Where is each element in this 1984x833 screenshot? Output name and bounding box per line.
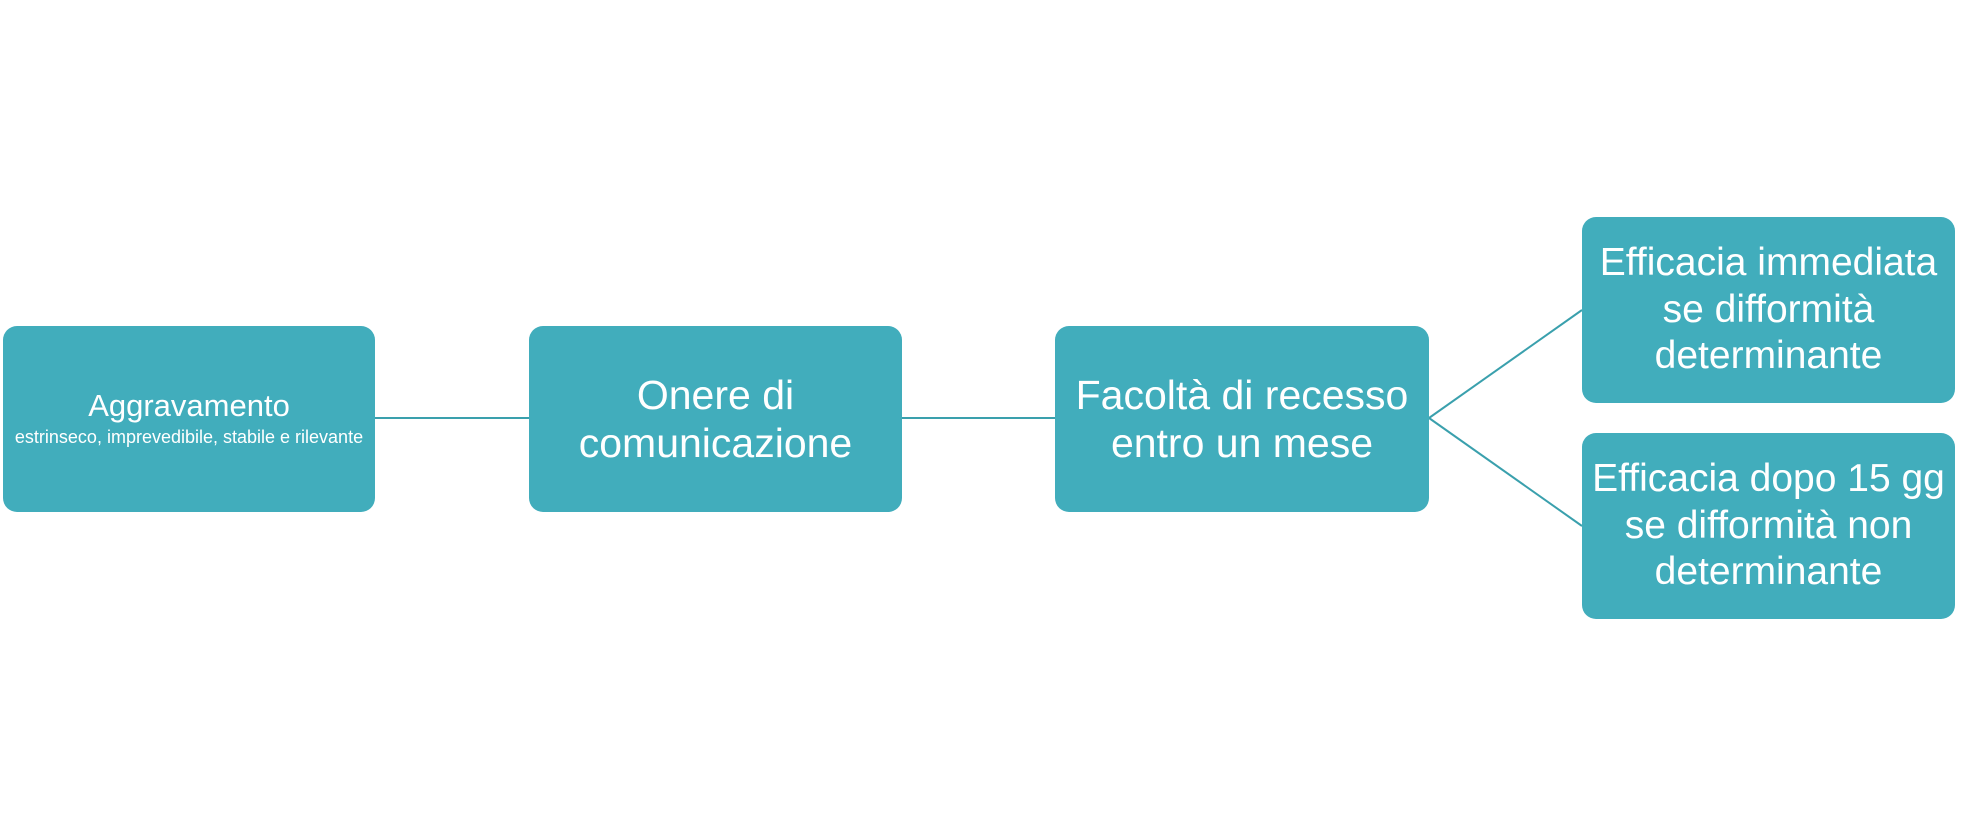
- node-onere-label: Onere di comunicazione: [578, 371, 853, 466]
- node-efficacia-immediata: Efficacia immediata se difformità determ…: [1582, 217, 1955, 403]
- node-efficacia-immediata-label: Efficacia immediata se difformità determ…: [1599, 240, 1938, 378]
- node-facolta-label: Facoltà di recesso entro un mese: [1075, 371, 1409, 466]
- node-aggravamento: Aggravamento estrinseco, imprevedibile, …: [3, 326, 375, 512]
- node-facolta-di-recesso: Facoltà di recesso entro un mese: [1055, 326, 1429, 512]
- node-aggravamento-title: Aggravamento: [88, 388, 290, 424]
- node-onere-di-comunicazione: Onere di comunicazione: [529, 326, 902, 512]
- node-efficacia-dopo-15-gg: Efficacia dopo 15 gg se difformità non d…: [1582, 433, 1955, 619]
- connector-facolta-efficacia-dopo: [1428, 417, 1583, 527]
- node-aggravamento-subtitle: estrinseco, imprevedibile, stabile e ril…: [14, 427, 364, 448]
- node-efficacia-dopo-label: Efficacia dopo 15 gg se difformità non d…: [1592, 456, 1945, 594]
- connector-facolta-efficacia-immediata: [1428, 309, 1583, 419]
